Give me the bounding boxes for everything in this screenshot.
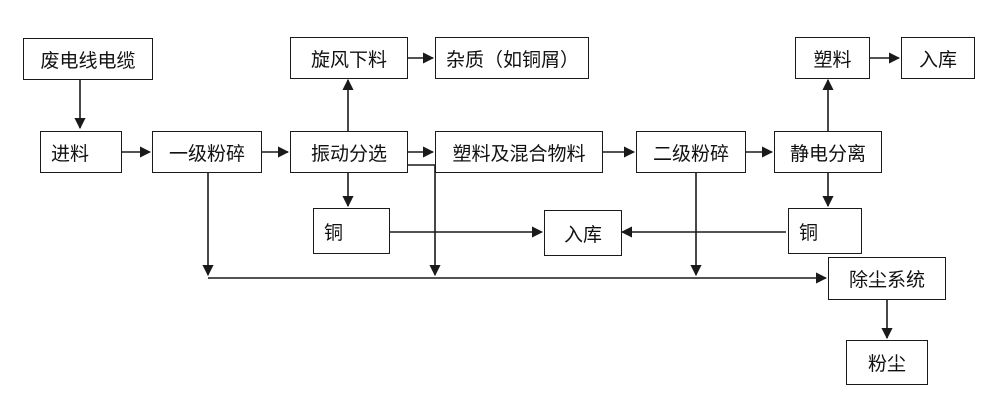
node-plastic-mixture: 塑料及混合物料 [435, 131, 603, 173]
node-copper-right: 铜 [788, 208, 862, 254]
node-plastic: 塑料 [795, 37, 870, 79]
edge-vibration-to-dust-line [408, 164, 441, 277]
node-impurities: 杂质（如铜屑） [435, 37, 589, 79]
node-storage-mid: 入库 [544, 210, 622, 256]
node-dust: 粉尘 [846, 340, 928, 385]
node-cyclone-discharge: 旋风下料 [290, 37, 408, 79]
node-waste-cable: 废电线电缆 [23, 38, 153, 80]
node-secondary-crush: 二级粉碎 [636, 131, 746, 173]
node-primary-crush: 一级粉碎 [152, 131, 262, 173]
node-vibration-sort: 振动分选 [290, 131, 408, 173]
node-storage-top: 入库 [901, 37, 975, 79]
node-electrostatic-separation: 静电分离 [774, 131, 882, 173]
node-copper-left: 铜 [313, 208, 390, 254]
node-feed: 进料 [40, 131, 122, 173]
node-dust-removal: 除尘系统 [828, 257, 946, 300]
